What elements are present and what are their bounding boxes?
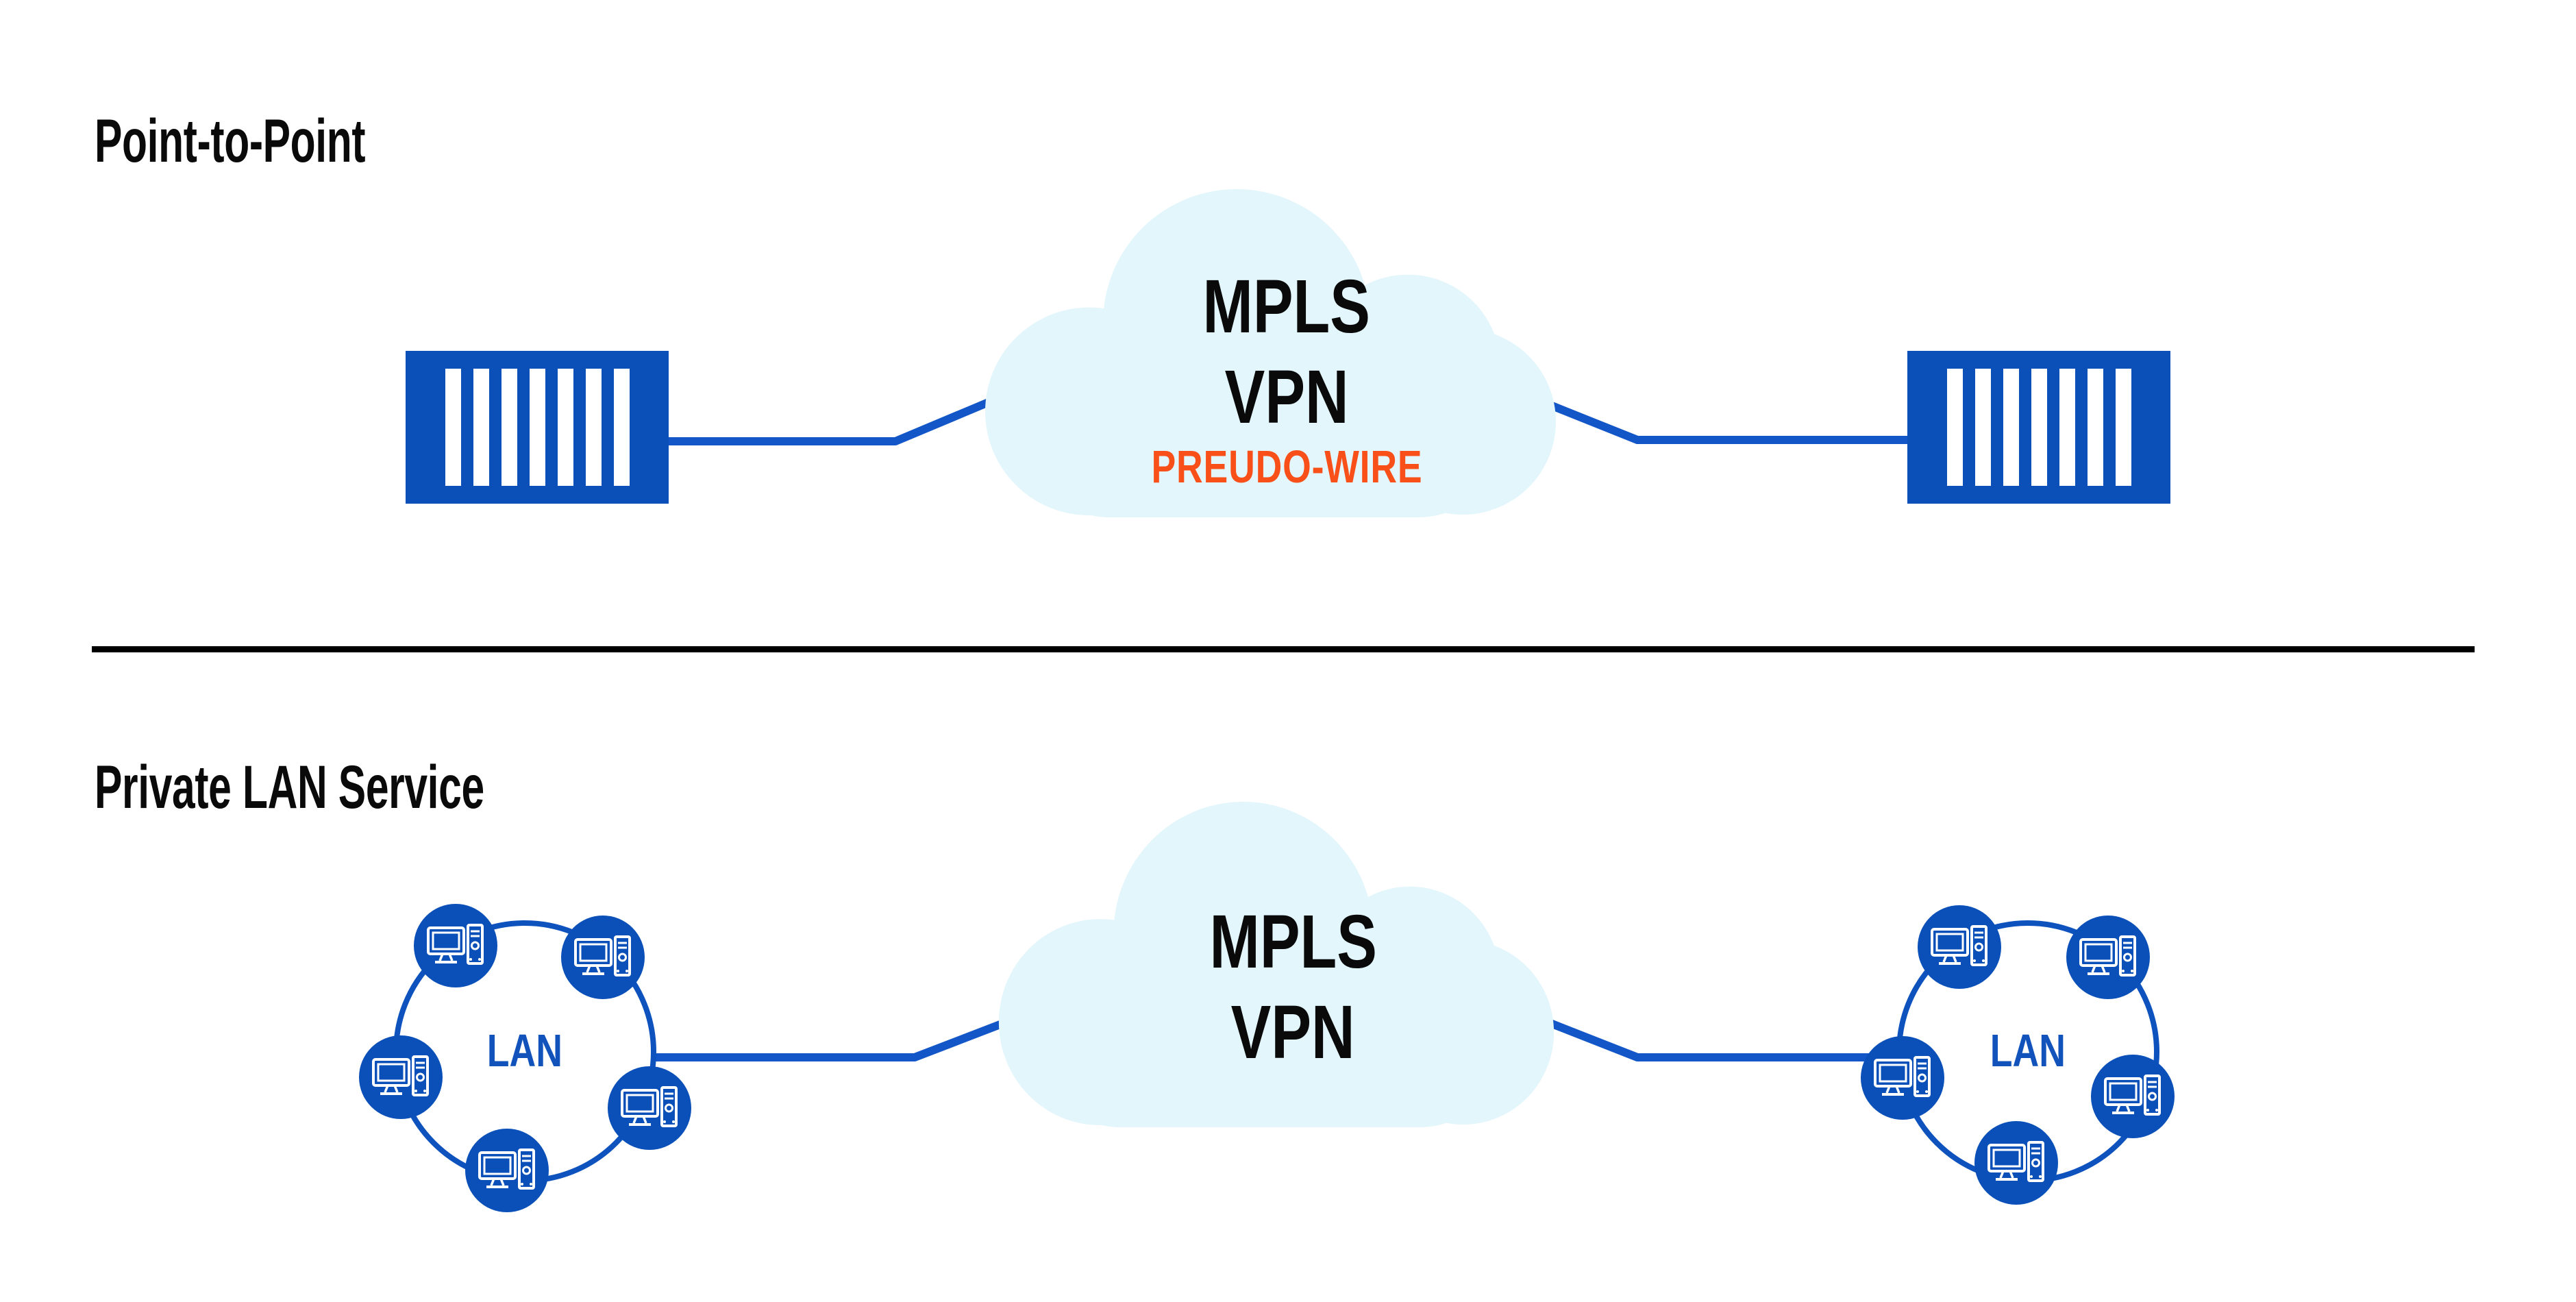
computer-icon bbox=[573, 934, 633, 981]
computer-icon bbox=[371, 1054, 431, 1101]
cloud-label-top: MPLS VPN PREUDO-WIRE bbox=[983, 262, 1559, 495]
computer-icon bbox=[425, 922, 486, 969]
wire-top-right bbox=[1539, 397, 1911, 444]
lan-label-left: LAN bbox=[486, 1025, 563, 1077]
computer-icon bbox=[619, 1085, 680, 1131]
switch-stripe bbox=[2115, 369, 2131, 486]
lan-label-right: LAN bbox=[1990, 1025, 2066, 1077]
lan-computer-node bbox=[465, 1129, 549, 1212]
computer-icon bbox=[477, 1147, 537, 1194]
switch-stripe bbox=[1946, 369, 1963, 486]
cloud-label-vpn: VPN bbox=[1231, 990, 1355, 1074]
lan-computer-node bbox=[414, 904, 497, 987]
cloud-label-bottom: MPLS VPN bbox=[997, 897, 1557, 1078]
section-title-point-to-point: Point-to-Point bbox=[95, 106, 366, 175]
computer-icon bbox=[1929, 924, 1990, 970]
lan-computer-node bbox=[359, 1035, 443, 1119]
switch-stripe bbox=[2003, 369, 2019, 486]
switch-stripe bbox=[473, 369, 489, 486]
switch-device-left bbox=[406, 351, 669, 504]
switch-stripe bbox=[2031, 369, 2047, 486]
section-title-private-lan-service: Private LAN Service bbox=[95, 752, 484, 821]
computer-icon bbox=[2078, 934, 2138, 981]
mpls-vpn-cloud-bottom: MPLS VPN bbox=[997, 802, 1557, 1127]
wire-bottom-left bbox=[651, 1016, 1015, 1061]
wire-bottom-right bbox=[1543, 1017, 1877, 1061]
switch-stripe bbox=[613, 369, 630, 486]
switch-stripe bbox=[585, 369, 602, 486]
cloud-label-vpn: VPN bbox=[1224, 355, 1349, 439]
section-divider bbox=[92, 646, 2475, 652]
switch-stripe bbox=[2087, 369, 2103, 486]
switch-stripe bbox=[501, 369, 517, 486]
computer-icon bbox=[1986, 1140, 2046, 1186]
computer-icon bbox=[2103, 1073, 2163, 1120]
switch-stripe bbox=[2059, 369, 2075, 486]
lan-computer-node bbox=[1974, 1121, 2058, 1205]
lan-computer-node bbox=[1918, 905, 2001, 989]
lan-computer-node bbox=[2091, 1055, 2175, 1138]
cloud-label-mpls: MPLS bbox=[1209, 900, 1377, 984]
switch-stripe bbox=[445, 369, 461, 486]
lan-computer-node bbox=[2066, 916, 2150, 999]
switch-stripe bbox=[529, 369, 545, 486]
switch-stripe bbox=[1974, 369, 1991, 486]
cloud-label-mpls: MPLS bbox=[1202, 265, 1371, 349]
wire-top-left bbox=[665, 396, 995, 445]
switch-stripe bbox=[557, 369, 573, 486]
lan-computer-node bbox=[608, 1066, 691, 1150]
cloud-label-pseudo-wire: PREUDO-WIRE bbox=[1151, 441, 1422, 493]
computer-icon bbox=[1872, 1055, 1933, 1101]
switch-device-right bbox=[1907, 351, 2170, 504]
lan-computer-node bbox=[1861, 1036, 1944, 1120]
mpls-vpn-cloud-top: MPLS VPN PREUDO-WIRE bbox=[983, 189, 1559, 517]
lan-computer-node bbox=[561, 916, 645, 999]
